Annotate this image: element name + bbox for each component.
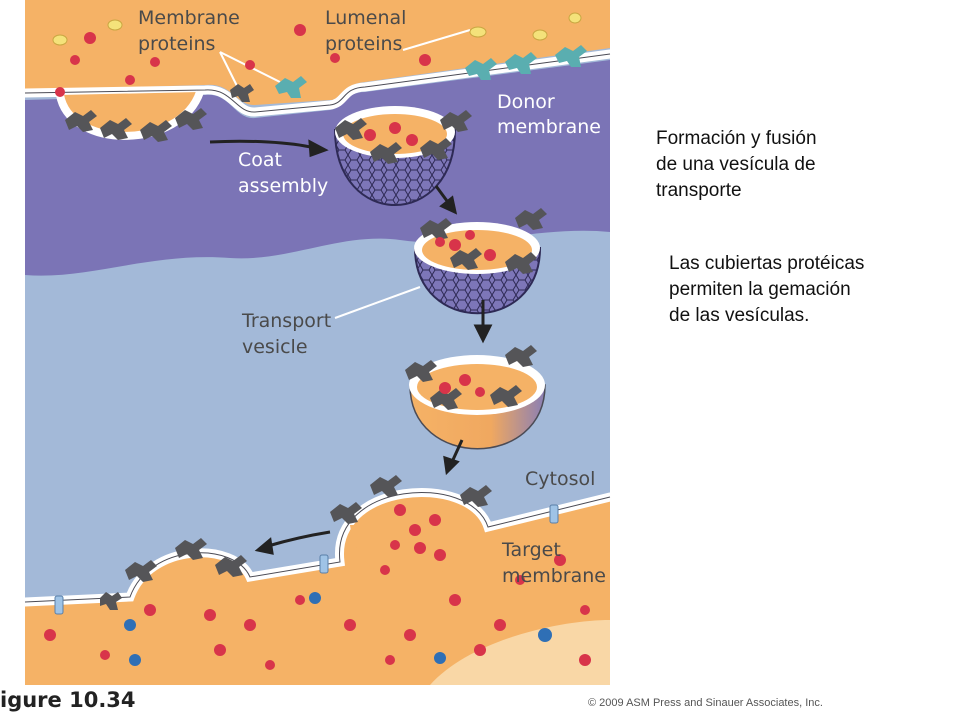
donor-lumen: [25, 0, 610, 106]
figure-number: igure 10.34: [0, 688, 136, 712]
label-membrane-proteins: Membrane proteins: [138, 7, 246, 55]
label-coat-assembly: Coat assembly: [238, 149, 328, 197]
lumenal-proteins-yellow: [52, 12, 582, 46]
process-arrows: [209, 139, 493, 555]
coat-proteins: [65, 84, 547, 610]
label-donor-membrane: Donor membrane: [497, 91, 601, 138]
label-transport-vesicle: Transport vesicle: [241, 310, 337, 358]
label-cytosol: Cytosol: [525, 468, 595, 490]
membrane-receptor-proteins: [275, 45, 587, 98]
target-receptors: [54, 504, 559, 615]
label-target-membrane: Target membrane: [501, 539, 606, 587]
label-lumenal-proteins: Lumenal proteins: [325, 7, 413, 55]
vesicle-transport-diagram: Membrane proteins Lumenal proteins Donor…: [24, 0, 611, 685]
copyright-credit: © 2009 ASM Press and Sinauer Associates,…: [588, 697, 823, 709]
caption-title: Formación y fusión de una vesícula de tr…: [656, 128, 817, 201]
cargo-proteins-red: [44, 24, 591, 670]
caption-subtitle: Las cubiertas protéicas permiten la gema…: [669, 253, 865, 326]
blue-proteins: [124, 592, 552, 666]
